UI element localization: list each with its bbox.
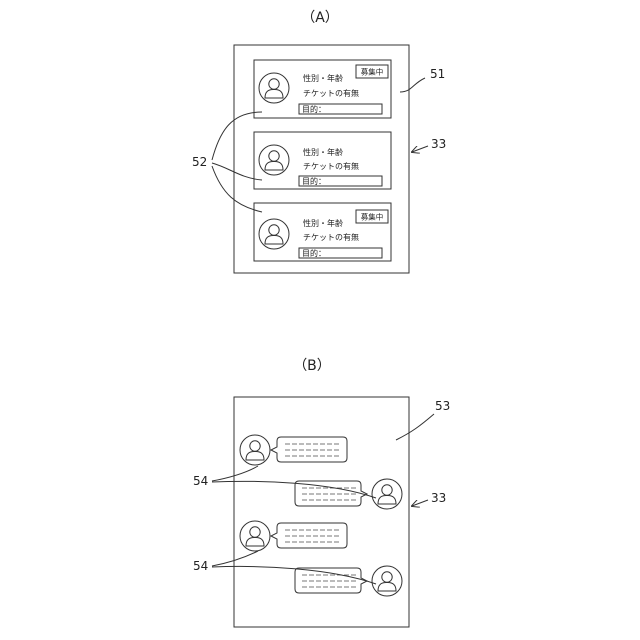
user-avatar-icon [240, 435, 270, 465]
leader-line-54 [212, 551, 258, 566]
speech-bubble [271, 523, 347, 548]
ticket-status-text: チケットの有無 [303, 232, 359, 242]
panel-b-label: （B） [293, 358, 331, 374]
purpose-label: 目的： [302, 248, 326, 258]
purpose-label: 目的： [302, 104, 326, 114]
user-avatar-icon [259, 73, 289, 103]
leader-line-54 [212, 466, 258, 481]
user-avatar-icon [372, 566, 402, 596]
speech-bubble [271, 437, 347, 462]
leader-line-51 [400, 78, 425, 92]
message-placeholder [302, 488, 356, 500]
ref-label-53: 53 [435, 399, 450, 413]
profile-card[interactable]: 性別・年齢 チケットの有無 目的： [254, 132, 391, 189]
arrow-33-a [412, 146, 428, 152]
recruiting-badge-text: 募集中 [361, 212, 384, 222]
message-placeholder [285, 444, 340, 456]
gender-age-text: 性別・年齢 [303, 218, 343, 228]
profile-card[interactable]: 性別・年齢 チケットの有無 目的： 募集中 [254, 60, 391, 118]
arrow-33-b [412, 500, 428, 506]
panel-a-label: （A） [301, 10, 339, 26]
message-placeholder [285, 530, 340, 542]
speech-bubble [295, 568, 367, 593]
ref-label-33-b: 33 [431, 491, 446, 505]
chat-message[interactable] [295, 479, 402, 509]
ref-label-33-a: 33 [431, 137, 446, 151]
user-avatar-icon [240, 521, 270, 551]
ticket-status-text: チケットの有無 [303, 161, 359, 171]
speech-bubble [295, 481, 367, 506]
chat-message[interactable] [240, 435, 347, 465]
gender-age-text: 性別・年齢 [303, 147, 343, 157]
leader-line-53 [396, 414, 434, 440]
ref-label-52: 52 [192, 155, 207, 169]
user-avatar-icon [259, 145, 289, 175]
gender-age-text: 性別・年齢 [303, 73, 343, 83]
profile-card[interactable]: 性別・年齢 チケットの有無 目的： 募集中 [254, 203, 391, 261]
ticket-status-text: チケットの有無 [303, 88, 359, 98]
leader-line-54 [212, 481, 376, 498]
ref-label-54: 54 [193, 474, 208, 488]
purpose-label: 目的： [302, 176, 326, 186]
ref-label-51: 51 [430, 67, 445, 81]
user-avatar-icon [372, 479, 402, 509]
recruiting-badge-text: 募集中 [361, 67, 384, 77]
ref-label-54: 54 [193, 559, 208, 573]
chat-message[interactable] [240, 521, 347, 551]
user-avatar-icon [259, 219, 289, 249]
